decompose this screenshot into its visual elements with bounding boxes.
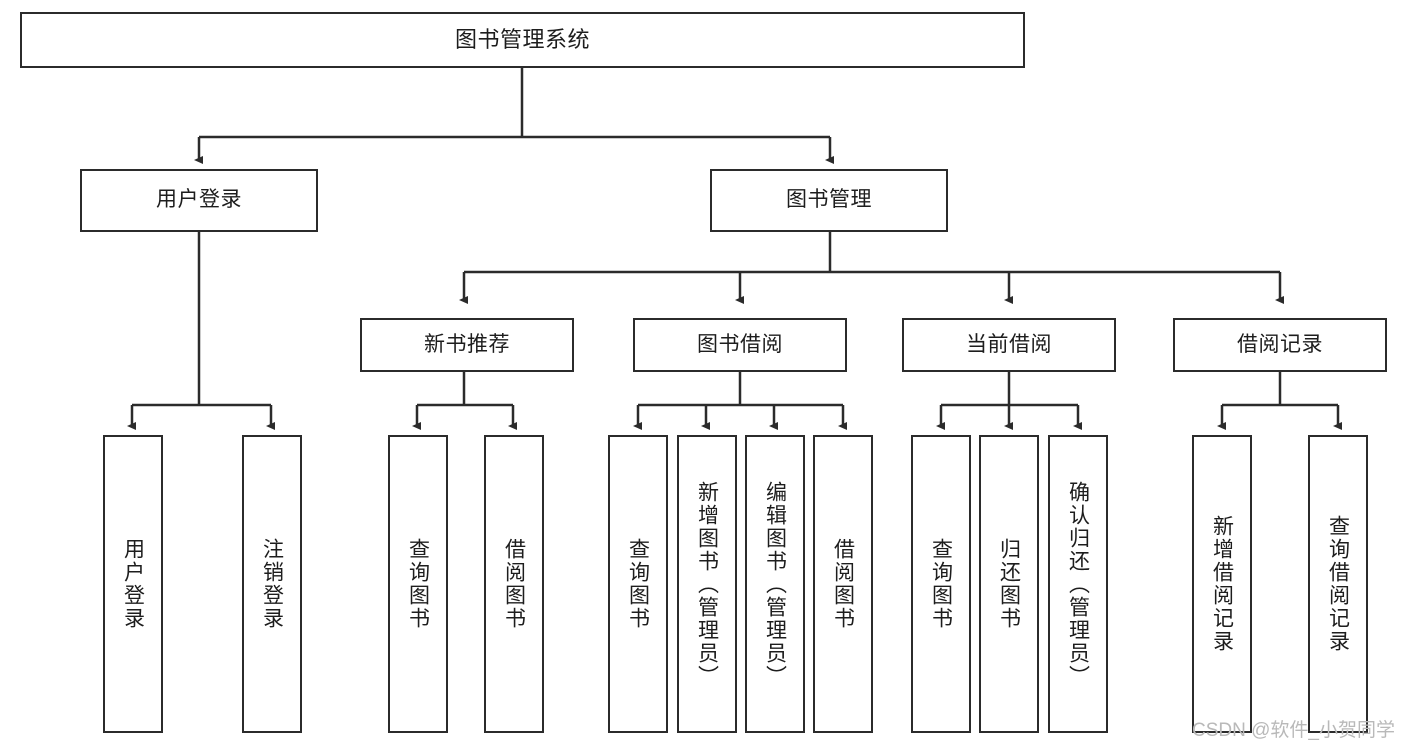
node-label: 查询图书: [406, 538, 430, 630]
node-leaf-add-borrow-record[interactable]: 新增借阅记录: [1192, 435, 1252, 733]
node-root-book-management-system[interactable]: 图书管理系统: [20, 12, 1025, 68]
node-label: 注销登录: [260, 538, 284, 630]
node-label: 新增借阅记录: [1210, 515, 1234, 653]
node-user-login[interactable]: 用户登录: [80, 169, 318, 232]
node-leaf-edit-book-admin[interactable]: 编辑图书（管理员）: [745, 435, 805, 733]
node-current-borrow[interactable]: 当前借阅: [902, 318, 1116, 372]
csdn-watermark: CSDN @软件_小贺同学: [1192, 720, 1395, 741]
node-label: 归还图书: [997, 538, 1021, 630]
node-leaf-confirm-return-admin[interactable]: 确认归还（管理员）: [1048, 435, 1108, 733]
node-label: 图书管理系统: [454, 27, 590, 53]
node-book-borrow[interactable]: 图书借阅: [633, 318, 847, 372]
node-label: 确认归还（管理员）: [1066, 480, 1090, 688]
node-label: 查询图书: [626, 538, 650, 630]
node-label: 借阅图书: [831, 538, 855, 630]
node-label: 新增图书（管理员）: [695, 480, 719, 688]
node-label: 图书借阅: [697, 332, 783, 356]
node-label: 借阅记录: [1237, 332, 1323, 356]
node-book-management[interactable]: 图书管理: [710, 169, 948, 232]
node-leaf-borrow-book-nb[interactable]: 借阅图书: [484, 435, 544, 733]
node-leaf-add-book-admin[interactable]: 新增图书（管理员）: [677, 435, 737, 733]
node-leaf-return-book[interactable]: 归还图书: [979, 435, 1039, 733]
node-leaf-logout[interactable]: 注销登录: [242, 435, 302, 733]
node-leaf-borrow-book-bb[interactable]: 借阅图书: [813, 435, 873, 733]
node-label: 图书管理: [786, 188, 872, 212]
node-label: 用户登录: [156, 188, 242, 212]
node-label: 用户登录: [121, 538, 145, 630]
node-leaf-query-book-cb[interactable]: 查询图书: [911, 435, 971, 733]
node-label: 查询图书: [929, 538, 953, 630]
node-label: 编辑图书（管理员）: [763, 480, 787, 688]
node-borrow-record[interactable]: 借阅记录: [1173, 318, 1387, 372]
node-leaf-user-login[interactable]: 用户登录: [103, 435, 163, 733]
node-label: 查询借阅记录: [1326, 515, 1350, 653]
node-label: 新书推荐: [424, 332, 510, 356]
node-leaf-query-book-bb[interactable]: 查询图书: [608, 435, 668, 733]
node-label: 借阅图书: [502, 538, 526, 630]
node-leaf-query-borrow-record[interactable]: 查询借阅记录: [1308, 435, 1368, 733]
node-leaf-query-book-nb[interactable]: 查询图书: [388, 435, 448, 733]
node-label: 当前借阅: [966, 332, 1052, 356]
node-new-book-recommend[interactable]: 新书推荐: [360, 318, 574, 372]
